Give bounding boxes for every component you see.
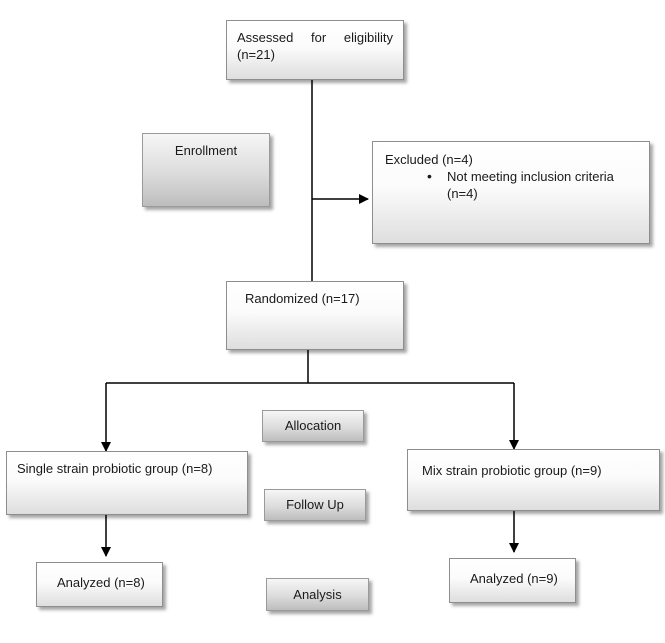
single-strain-group-label: Single strain probiotic group (n=8) xyxy=(17,461,213,476)
excluded-bullet-item: Not meeting inclusion criteria (n=4) xyxy=(385,168,637,202)
mix-strain-group-box: Mix strain probiotic group (n=9) xyxy=(407,449,660,511)
phase-allocation-text: Allocation xyxy=(284,418,342,433)
assessed-eligibility-box: Assessed for eligibility (n=21) xyxy=(226,20,404,80)
phase-allocation-label: Allocation xyxy=(262,410,364,442)
phase-enrollment-label: Enrollment xyxy=(142,133,270,207)
analyzed-right-label: Analyzed (n=9) xyxy=(470,571,558,586)
excluded-reason: Not meeting inclusion criteria xyxy=(447,169,614,184)
assessed-line1: Assessed for eligibility xyxy=(237,30,393,45)
phase-follow-up-label: Follow Up xyxy=(264,489,366,521)
randomized-label: Randomized (n=17) xyxy=(245,291,360,306)
phase-enrollment-text: Enrollment xyxy=(174,143,238,158)
phase-analysis-label: Analysis xyxy=(266,578,369,611)
analyzed-left-box: Analyzed (n=8) xyxy=(36,562,163,607)
analyzed-left-label: Analyzed (n=8) xyxy=(57,575,145,590)
excluded-title: Excluded (n=4) xyxy=(385,152,473,167)
single-strain-group-box: Single strain probiotic group (n=8) xyxy=(6,451,248,515)
analyzed-right-box: Analyzed (n=9) xyxy=(449,558,576,603)
excluded-box: Excluded (n=4) Not meeting inclusion cri… xyxy=(372,141,650,244)
phase-analysis-text: Analysis xyxy=(293,587,342,602)
excluded-reason-count: (n=4) xyxy=(447,186,478,201)
randomized-box: Randomized (n=17) xyxy=(226,281,404,350)
phase-follow-up-text: Follow Up xyxy=(286,497,344,512)
mix-strain-group-label: Mix strain probiotic group (n=9) xyxy=(422,463,602,478)
assessed-line2: (n=21) xyxy=(237,47,275,62)
